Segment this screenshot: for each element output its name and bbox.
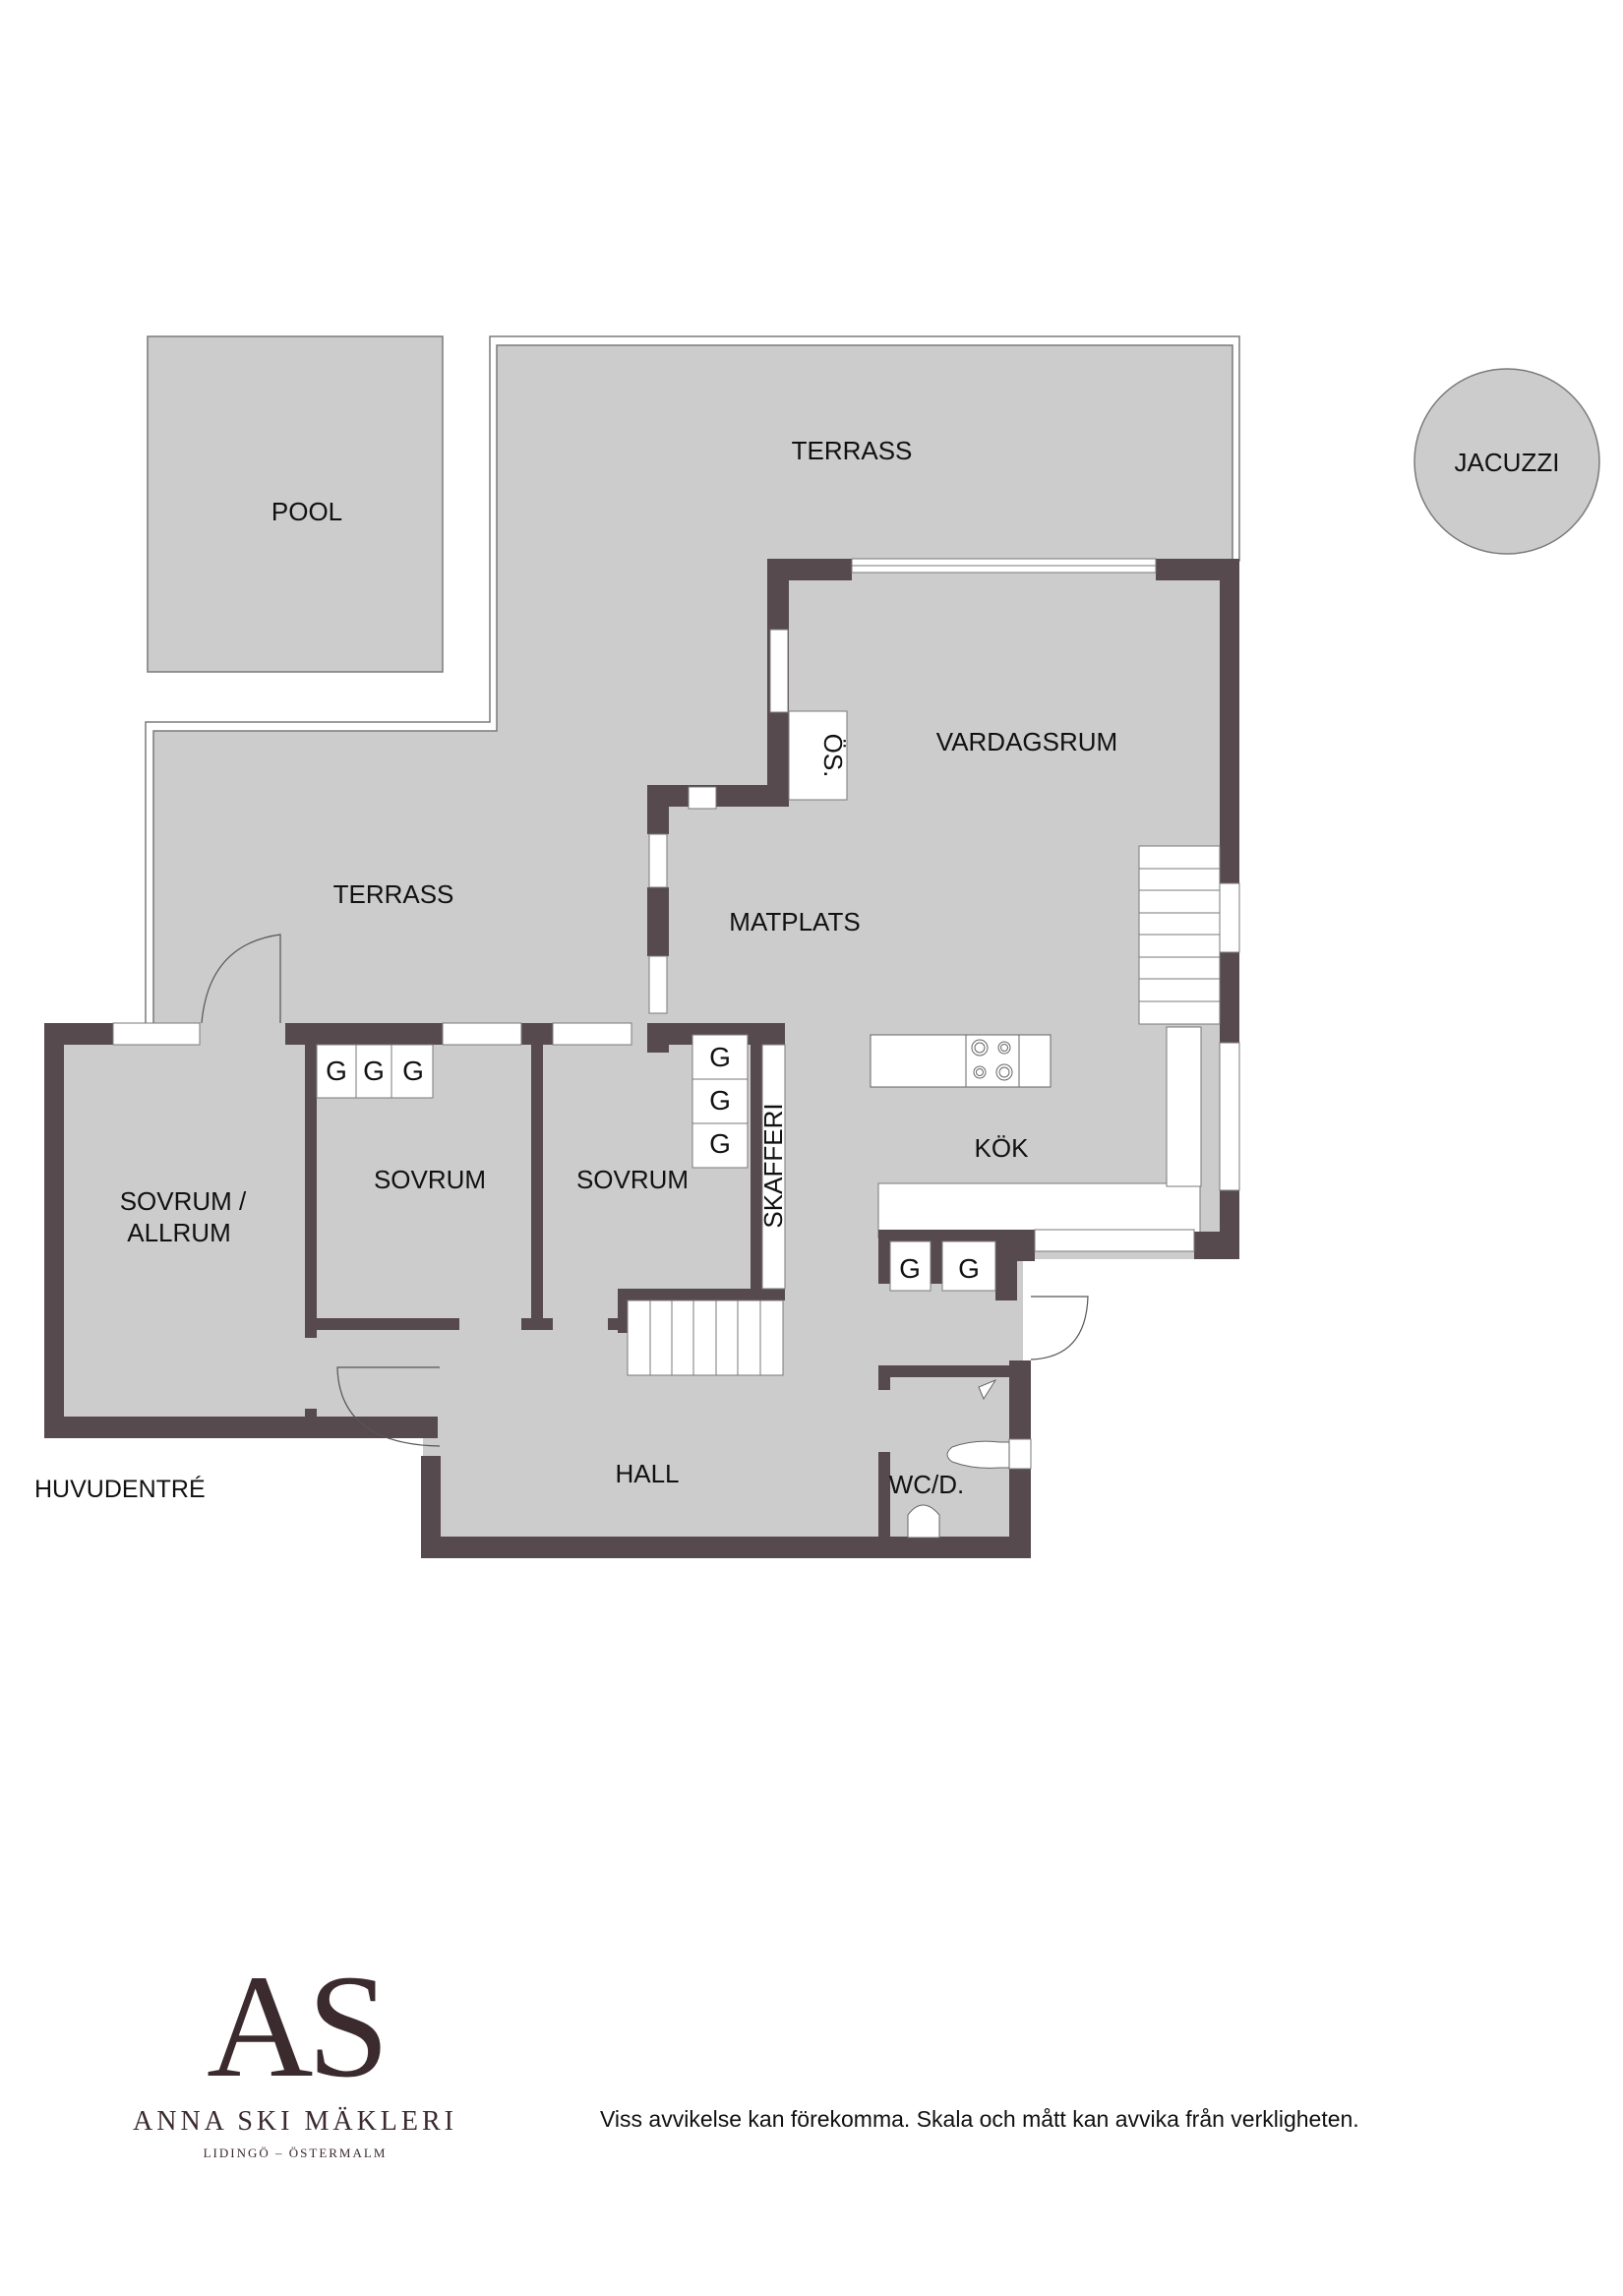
kitchen-island xyxy=(870,1034,1052,1088)
wardrobe-g: G xyxy=(709,1085,731,1116)
wardrobe-g: G xyxy=(899,1253,921,1284)
fireplace: ÖS. xyxy=(788,710,848,801)
wardrobe-g: G xyxy=(709,1042,731,1072)
shower-icon xyxy=(978,1378,997,1401)
terrace-door-swing xyxy=(201,934,281,1024)
pantry-label: SKAFFERI xyxy=(758,1103,788,1228)
dining-label: MATPLATS xyxy=(729,907,860,937)
pantry: SKAFFERI xyxy=(758,1044,788,1290)
bedroom-allroom-label-2: ALLRUM xyxy=(127,1218,230,1247)
brand-name: ANNA SKI MÄKLERI xyxy=(133,2106,457,2137)
wardrobe-labels: G G G G G G G G xyxy=(326,1042,980,1284)
wardrobe-g: G xyxy=(326,1056,347,1086)
wardrobe-g: G xyxy=(402,1056,424,1086)
jacuzzi-area: JACUZZI xyxy=(1413,368,1600,555)
staircase-right xyxy=(1138,845,1221,1025)
pool-area: POOL xyxy=(147,335,444,673)
wardrobe-g: G xyxy=(958,1253,980,1284)
side-entrance-door-swing xyxy=(1030,1296,1089,1360)
windows xyxy=(112,558,1240,1470)
room-labels: VARDAGSRUM MATPLATS KÖK SOVRUM / ALLRUM … xyxy=(120,727,1118,1499)
brand-logo: AS ANNA SKI MÄKLERI LIDINGÖ – ÖSTERMALM xyxy=(98,1953,492,2161)
wardrobes xyxy=(316,1034,996,1292)
wc-fixtures xyxy=(907,1378,1010,1539)
house-floor xyxy=(44,561,1239,1554)
pool-label: POOL xyxy=(271,497,342,526)
bedroom-allroom-label-1: SOVRUM / xyxy=(120,1186,247,1216)
staircase-hall xyxy=(627,1299,784,1376)
brand-monogram: AS xyxy=(207,1945,390,2108)
wardrobe-g: G xyxy=(709,1128,731,1159)
wc-label: WC/D. xyxy=(889,1470,965,1499)
jacuzzi-label: JACUZZI xyxy=(1455,448,1560,477)
main-entrance-door-swing xyxy=(336,1366,441,1447)
sink-icon xyxy=(907,1504,940,1539)
walls xyxy=(44,559,1239,1558)
fireplace-label: ÖS. xyxy=(818,734,848,778)
kitchen-label: KÖK xyxy=(975,1133,1030,1163)
terrace-area: TERRASS TERRASS xyxy=(145,335,1240,1026)
terrace-left-label: TERRASS xyxy=(333,879,454,909)
terrace-top-label: TERRASS xyxy=(792,436,913,465)
toilet-icon xyxy=(946,1440,1010,1469)
bedroom-2-label: SOVRUM xyxy=(576,1165,689,1194)
wardrobe-g: G xyxy=(363,1056,385,1086)
living-room-label: VARDAGSRUM xyxy=(936,727,1117,756)
doors xyxy=(201,934,1089,1447)
disclaimer-text: Viss avvikelse kan förekomma. Skala och … xyxy=(600,2106,1359,2132)
hall-label: HALL xyxy=(615,1459,679,1488)
main-entrance-label: HUVUDENTRÉ xyxy=(34,1476,206,1503)
stove-burners-icon xyxy=(971,1039,1013,1081)
bedroom-1-label: SOVRUM xyxy=(374,1165,486,1194)
brand-locations: LIDINGÖ – ÖSTERMALM xyxy=(203,2145,388,2160)
